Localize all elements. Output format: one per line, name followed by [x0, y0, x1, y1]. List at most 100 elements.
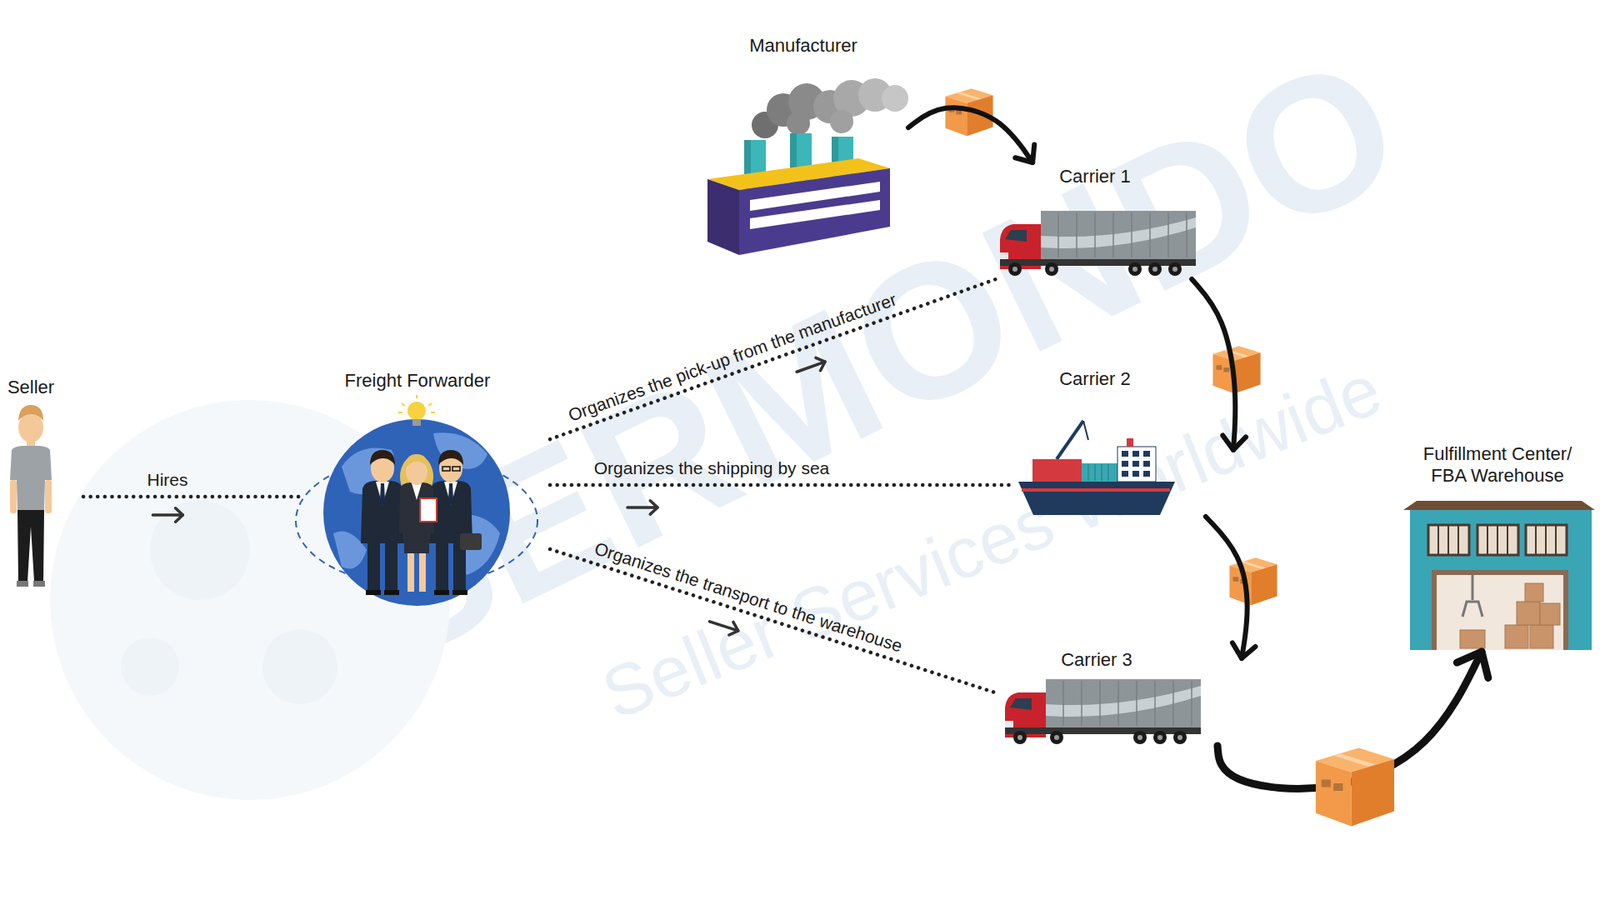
- flow-arrow: [908, 107, 1033, 163]
- package-icon: [945, 88, 993, 136]
- arrowhead: [1232, 642, 1255, 659]
- warehouse-figure: [1486, 525, 1489, 555]
- ship-figure: [1081, 463, 1118, 482]
- warehouse-figure: [1525, 583, 1544, 602]
- ship-figure: [1032, 459, 1082, 482]
- warehouse-figure: [1403, 500, 1595, 650]
- ship-figure: [1094, 464, 1096, 481]
- seller-figure: [18, 405, 44, 421]
- freight-forwarder-figure: [405, 454, 429, 469]
- watermark-globe: [120, 637, 180, 696]
- node-label: Carrier 3: [1060, 649, 1133, 671]
- illustrated-node: Freight Forwarder: [300, 366, 550, 600]
- illustrated-node: Carrier 1: [995, 162, 1200, 280]
- freight-forwarder-figure: [404, 531, 430, 554]
- arrowhead: [175, 508, 184, 522]
- freight-forwarder-figure: [412, 419, 421, 426]
- ship-figure: [1083, 420, 1089, 440]
- warehouse-figure: [1462, 601, 1483, 617]
- watermark-globe: [262, 629, 338, 705]
- freight-forwarder-figure: [428, 403, 432, 406]
- flow-arrow: [1205, 516, 1248, 659]
- ship-figure: [1126, 438, 1134, 447]
- factory-figure: [786, 111, 810, 135]
- ship-figure: [1100, 464, 1103, 481]
- warehouse-figure: [1428, 525, 1470, 555]
- warehouse-figure: [1431, 570, 1569, 650]
- seller-figure: [45, 480, 52, 514]
- node-label: Carrier 1: [1059, 165, 1131, 188]
- arrowhead: [650, 500, 658, 515]
- factory-figure: [707, 78, 909, 255]
- ship-figure: [1132, 450, 1140, 457]
- ship-figure: [1143, 450, 1150, 457]
- edge-label: Hires: [147, 470, 189, 490]
- connector-group: [908, 107, 1035, 163]
- freight-forwarder-figure: [419, 553, 426, 592]
- warehouse-figure: [1460, 630, 1485, 649]
- watermark-globe: [150, 500, 250, 600]
- arrow-shaft: [152, 513, 183, 517]
- freight-forwarder-figure: [460, 533, 482, 550]
- seller-figure: [33, 580, 45, 587]
- ship-figure: [1143, 460, 1150, 467]
- dotted-connector: [83, 495, 300, 500]
- connector-group: [1205, 516, 1256, 659]
- warehouse-figure: [1438, 525, 1556, 555]
- connector-group: [550, 549, 1000, 695]
- illustrated-node: Carrier 2: [1012, 365, 1234, 517]
- node-label: Seller: [7, 376, 55, 399]
- factory-figure: [707, 179, 740, 255]
- illustrated-node: Seller: [3, 375, 84, 592]
- warehouse-figure: [1410, 510, 1592, 650]
- warehouse-figure: [1496, 525, 1499, 555]
- freight-forwarder-figure: [452, 466, 460, 471]
- freight-forwarder-figure: [295, 395, 538, 606]
- ship-figure: [1121, 470, 1129, 477]
- ship-figure: [1117, 446, 1156, 482]
- freight-forwarder-figure: [323, 419, 510, 606]
- warehouse-figure: [1516, 601, 1540, 625]
- warehouse-figure: [1436, 575, 1564, 650]
- warehouse-figure: [1403, 500, 1595, 510]
- arrowhead: [1456, 651, 1488, 678]
- warehouse-figure: [1428, 525, 1567, 555]
- factory-figure: [830, 110, 854, 134]
- dotted-connector: [550, 549, 1000, 695]
- node-label: Carrier 2: [1059, 368, 1131, 390]
- freight-forwarder-figure: [430, 411, 435, 414]
- factory-figure: [881, 85, 909, 112]
- illustrated-node: Fulfillment Center/ FBA Warehouse: [1400, 441, 1596, 652]
- ship-figure: [1018, 420, 1175, 515]
- freight-forwarder-figure: [442, 466, 450, 471]
- ship-figure: [1132, 460, 1140, 467]
- edge-label: Organizes the pick-up from the manufactu…: [565, 290, 899, 427]
- freight-forwarder-figure: [398, 411, 403, 414]
- freight-forwarder-figure: [407, 553, 415, 592]
- node-label: Fulfillment Center/ FBA Warehouse: [1408, 443, 1588, 488]
- warehouse-figure: [1505, 625, 1529, 649]
- connector-group: [1191, 279, 1246, 450]
- ship-figure: [1121, 450, 1150, 477]
- warehouse-figure: [1535, 525, 1537, 555]
- warehouse-figure: [1540, 603, 1560, 625]
- arrowhead: [729, 621, 739, 635]
- ship-figure: [1018, 481, 1175, 515]
- warehouse-figure: [1506, 525, 1509, 555]
- connector-group: [83, 496, 300, 522]
- ship-figure: [1143, 470, 1150, 477]
- warehouse-figure: [1477, 525, 1519, 555]
- node-label: Freight Forwarder: [345, 370, 491, 392]
- ship-figure: [1107, 464, 1110, 481]
- arrowhead: [815, 357, 825, 370]
- freight-forwarder-figure: [398, 395, 435, 413]
- warehouse-figure: [1447, 525, 1450, 555]
- ship-figure: [1021, 488, 1170, 492]
- arrowhead: [1222, 435, 1246, 450]
- freight-forwarder-figure: [415, 395, 418, 399]
- arrowhead: [1015, 145, 1035, 163]
- edge-label: Organizes the shipping by sea: [594, 458, 830, 479]
- package-icon: [1315, 747, 1395, 826]
